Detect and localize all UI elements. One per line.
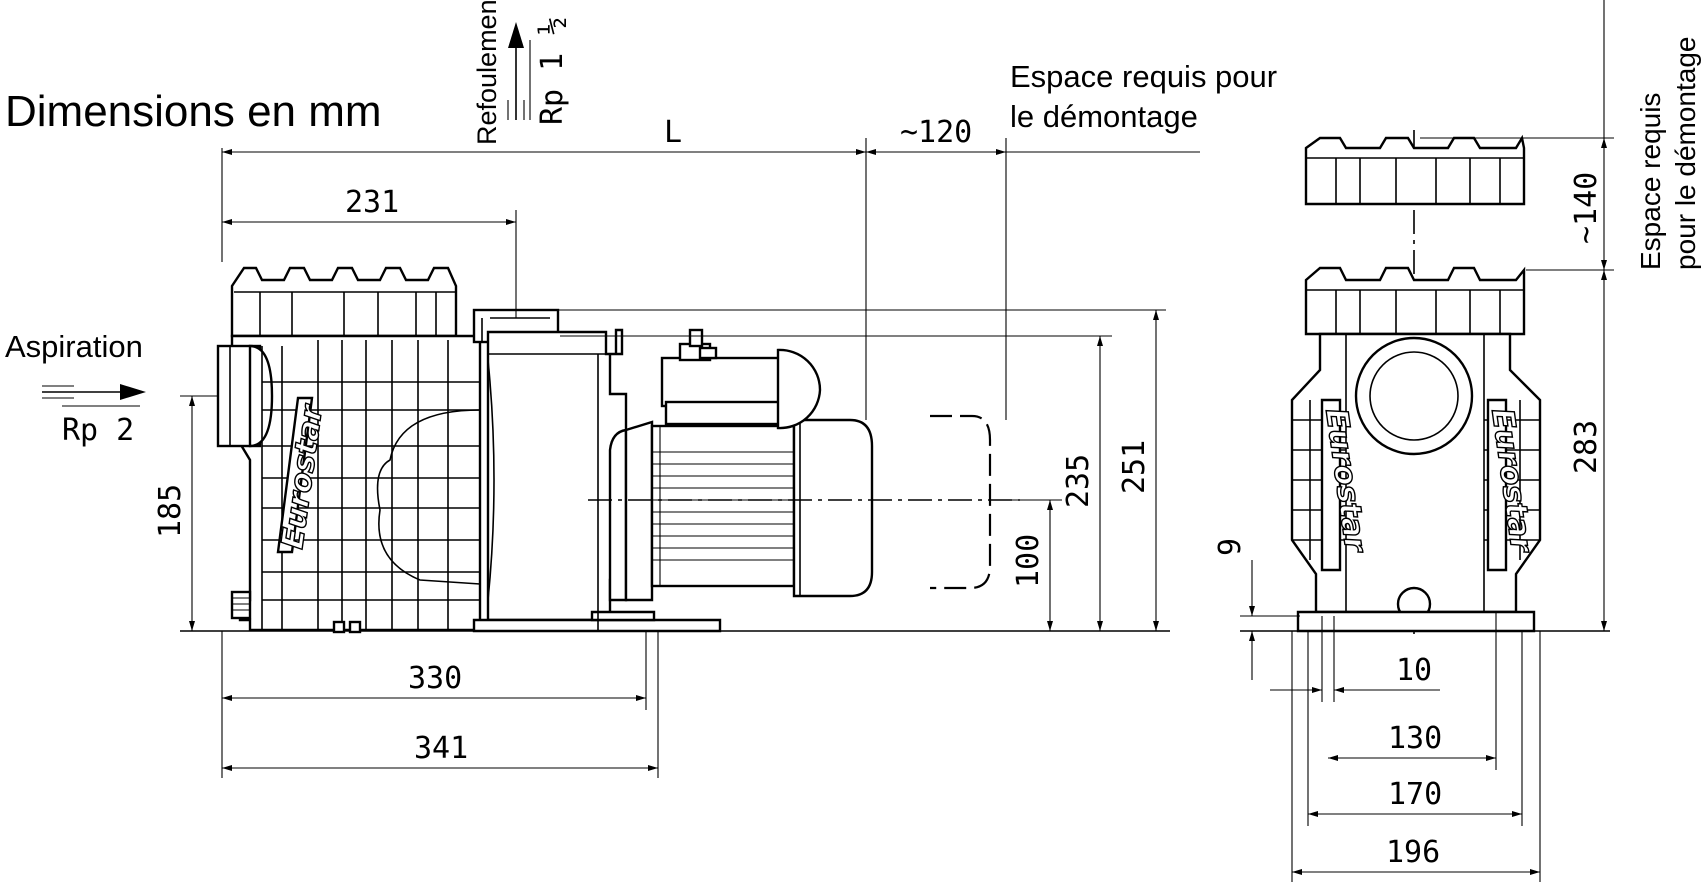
dim-outlet-top-height: 251 bbox=[1117, 440, 1152, 494]
refoulement-label: Refoulement bbox=[472, 0, 502, 145]
dim-foot-spacing: 130 bbox=[1388, 721, 1442, 756]
pump-volute-side bbox=[472, 308, 722, 633]
pump-lid-front bbox=[1304, 266, 1526, 336]
dim-inlet-to-outlet: 231 bbox=[345, 185, 399, 220]
aspiration-arrow-icon bbox=[42, 384, 146, 407]
dim-motor-axis-height: 100 bbox=[1011, 534, 1046, 588]
disassembly-space-side-line1: Espace requis pour bbox=[1010, 59, 1277, 94]
dim-base-length: 330 bbox=[408, 661, 462, 696]
pump-body-front: Eurostar Eurostar bbox=[1290, 332, 1542, 633]
dim-base-width: 170 bbox=[1388, 777, 1442, 812]
disassembly-space-side-line2: le démontage bbox=[1010, 99, 1198, 134]
aspiration-label: Aspiration bbox=[5, 329, 143, 364]
dim-base-length-total: 341 bbox=[414, 731, 468, 766]
dim-overall-length: L bbox=[664, 115, 682, 150]
dim-foot-height: 9 bbox=[1213, 538, 1248, 556]
dim-inlet-height: 185 bbox=[153, 484, 188, 538]
dim-total-height: 283 bbox=[1569, 420, 1604, 474]
dim-foot-hole: 10 bbox=[1396, 653, 1432, 688]
pump-housing-side: Eurostar bbox=[216, 334, 482, 634]
refoulement-arrow-icon bbox=[507, 22, 531, 120]
dim-outlet-axis-height: 235 bbox=[1061, 454, 1096, 508]
disassembly-space-front-line1: Espace requis bbox=[1635, 93, 1666, 270]
aspiration-thread: Rp 2 bbox=[62, 413, 134, 448]
pump-lid-lifted bbox=[1304, 134, 1526, 206]
dim-overall-width: 196 bbox=[1386, 835, 1440, 870]
refoulement-thread: Rp 1 ½ bbox=[535, 17, 570, 125]
side-view: Eurostar bbox=[42, 22, 1200, 778]
dim-lid-clearance: ~140 bbox=[1569, 172, 1604, 244]
disassembly-space-front-line2: pour le démontage bbox=[1670, 36, 1701, 270]
motor-side bbox=[588, 328, 1020, 602]
pump-lid-side bbox=[230, 266, 458, 338]
dim-disassembly-clearance: ~120 bbox=[900, 115, 972, 150]
front-view: Eurostar Eurostar ~140 283 9 10 130 bbox=[1213, 0, 1614, 882]
page-title: Dimensions en mm bbox=[5, 87, 382, 136]
refoulement-label-group: Refoulement Rp 1 ½ bbox=[472, 0, 570, 145]
